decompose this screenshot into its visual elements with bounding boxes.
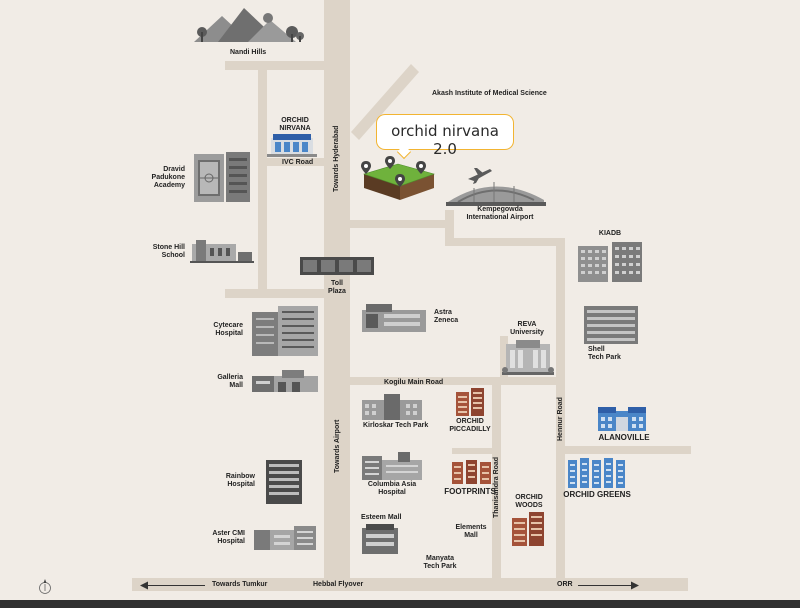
label-stone-hill: Stone Hill School: [152, 244, 185, 260]
road-nandi-hills: [225, 61, 325, 70]
label-kirloskar: Kirloskar Tech Park: [363, 422, 429, 429]
label-hennur-road: Hennur Road: [557, 397, 564, 441]
road-east-horizontal: [565, 446, 691, 454]
label-rainbow: Rainbow Hospital: [225, 473, 255, 489]
airplane-icon: [468, 168, 492, 184]
road-diagonal: [351, 64, 419, 140]
arrow-west-head: [140, 581, 148, 590]
road-reva-vertical: [500, 336, 508, 378]
location-pin-icon: [361, 161, 371, 174]
road-airport-east: [445, 238, 565, 246]
label-kiadb: KIADB: [598, 230, 622, 237]
toll-plaza-structure: [300, 257, 374, 275]
kiadb-building: [578, 242, 642, 282]
label-footprints: FOOTPRINTS: [444, 487, 496, 496]
label-galleria: Galleria Mall: [217, 374, 243, 390]
orchid-piccadilly-building: [456, 388, 484, 416]
label-kempegowda-airport: Kempegowda International Airport: [466, 206, 534, 222]
label-orchid-woods: ORCHID WOODS: [515, 494, 543, 510]
orchid-nirvana-building: [267, 134, 317, 157]
label-esteem-mall: Esteem Mall: [361, 514, 402, 521]
location-pin-icon: [416, 161, 426, 174]
esteem-mall-building: [362, 524, 398, 554]
label-elements-mall: Elements Mall: [455, 524, 487, 540]
project-title: orchid nirvana 2.0: [391, 122, 499, 158]
road-toll-horizontal: [225, 289, 325, 298]
orchid-greens-building: [568, 458, 625, 488]
label-astra-zeneca: Astra Zeneca: [434, 309, 459, 325]
orchid-woods-building: [512, 512, 544, 546]
arrow-east: [578, 585, 633, 586]
location-pin-icon: [395, 174, 405, 187]
label-orchid-piccadilly: ORCHID PICCADILLY: [449, 418, 491, 434]
label-towards-hyderabad: Towards Hyderabad: [333, 125, 340, 192]
stone-hill-school-building: [190, 240, 254, 263]
label-kogilu-main-road: Kogilu Main Road: [384, 379, 444, 386]
road-ivc-horizontal: [267, 158, 324, 166]
road-kogilu: [350, 377, 556, 385]
road-airport-vertical: [445, 210, 454, 246]
label-alanoville: ALANOVILLE: [598, 433, 650, 442]
shell-tech-park-building: [584, 306, 638, 344]
label-dravid-padukone: Dravid Padukone Academy: [151, 166, 185, 190]
dravid-padukone-building: [194, 152, 250, 202]
label-manyata: Manyata Tech Park: [423, 555, 457, 571]
label-reva-university: REVA University: [510, 321, 544, 337]
label-towards-airport: Towards Airport: [334, 419, 341, 473]
kirloskar-tech-park-building: [362, 394, 422, 420]
aster-cmi-building: [254, 526, 316, 550]
mountains-icon: [194, 8, 304, 42]
arrow-east-head: [631, 581, 639, 590]
label-hebbal-flyover: Hebbal Flyover: [313, 581, 364, 588]
label-ivc-road: IVC Road: [282, 159, 314, 166]
label-orchid-greens: ORCHID GREENS: [563, 490, 631, 499]
footprints-building: [452, 460, 491, 484]
road-hennur-vertical: [556, 238, 565, 590]
label-cytecare: Cytecare Hospital: [213, 322, 243, 338]
label-towards-tumkur: Towards Tumkur: [212, 581, 268, 588]
label-toll-plaza: Toll Plaza: [328, 280, 346, 296]
bottom-bar: [0, 600, 800, 608]
alanoville-building: [598, 407, 646, 431]
kempegowda-airport-building: [446, 182, 546, 206]
reva-university-building: [502, 340, 554, 375]
label-orchid-nirvana: ORCHID NIRVANA: [279, 117, 311, 133]
road-thanisandra-vertical: [492, 385, 501, 590]
columbia-asia-building: [362, 452, 422, 480]
label-orr: ORR: [557, 581, 573, 588]
compass-icon: [39, 579, 51, 594]
label-columbia-asia: Columbia Asia Hospital: [367, 481, 417, 497]
project-callout: orchid nirvana 2.0: [376, 114, 514, 160]
road-airport-horizontal: [350, 220, 445, 228]
road-footprints-horizontal: [452, 448, 492, 454]
road-orr: [132, 578, 688, 591]
label-akash-institute: Akash Institute of Medical Science: [432, 90, 547, 97]
location-pin-icon: [385, 156, 395, 169]
label-nandi-hills: Nandi Hills: [230, 49, 267, 56]
road-main-north-south: [324, 0, 350, 590]
arrow-west: [145, 585, 205, 586]
road-west-vertical: [258, 70, 267, 298]
galleria-mall-building: [252, 370, 318, 392]
rainbow-hospital-building: [266, 460, 302, 504]
astra-zeneca-building: [362, 304, 426, 332]
cytecare-hospital-building: [252, 306, 318, 356]
label-aster-cmi: Aster CMI Hospital: [212, 530, 245, 546]
label-shell-tech-park: Shell Tech Park: [588, 346, 621, 362]
